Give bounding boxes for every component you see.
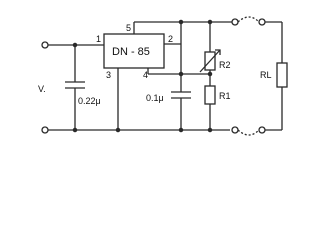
resistor-rl [276,62,288,88]
pin-4-label: 4 [143,70,148,80]
junction-pin4-cmid [178,71,184,77]
mid-capacitor-label: 0.1μ [146,93,164,103]
rl-label: RL [260,70,272,80]
dashed-link-bottom [237,129,260,136]
output-terminal-top-right [258,18,266,26]
pin-5-label: 5 [126,23,131,33]
junction-input-cap [72,42,78,48]
circuit-diagram: DN - 85 1 5 2 3 4 R2 R1 RL 0.22μ 0.1μ V. [38,16,288,136]
junction-ground-pin3 [115,127,121,133]
input-terminal-bottom [41,126,49,134]
pin-1-label: 1 [96,34,101,44]
pin-3-label: 3 [106,70,111,80]
junction-ground-r1 [207,127,213,133]
output-terminal-top-left [231,18,239,26]
ic-label: DN - 85 [112,46,150,58]
output-terminal-bottom-right [258,126,266,134]
junction-top-r2 [207,19,213,25]
schematic-svg: DN - 85 1 5 2 3 4 R2 R1 RL 0.22μ 0.1μ V. [38,16,288,136]
r1-label: R1 [219,91,231,101]
input-voltage-label: V. [38,84,46,94]
r2-label: R2 [219,60,231,70]
junction-top-pin2 [178,19,184,25]
resistor-r2-arrow-head [215,49,221,55]
junction-ground-cap [72,127,78,133]
resistor-r1 [204,85,216,105]
input-terminal-top [41,41,49,49]
input-capacitor-label: 0.22μ [78,96,101,106]
junction-pin4-r [207,71,213,77]
output-terminal-bottom-left [231,126,239,134]
junction-ground-cmid [178,127,184,133]
pin-2-label: 2 [168,34,173,44]
dashed-link-top [237,16,260,23]
resistor-r2-arrow [199,49,221,73]
